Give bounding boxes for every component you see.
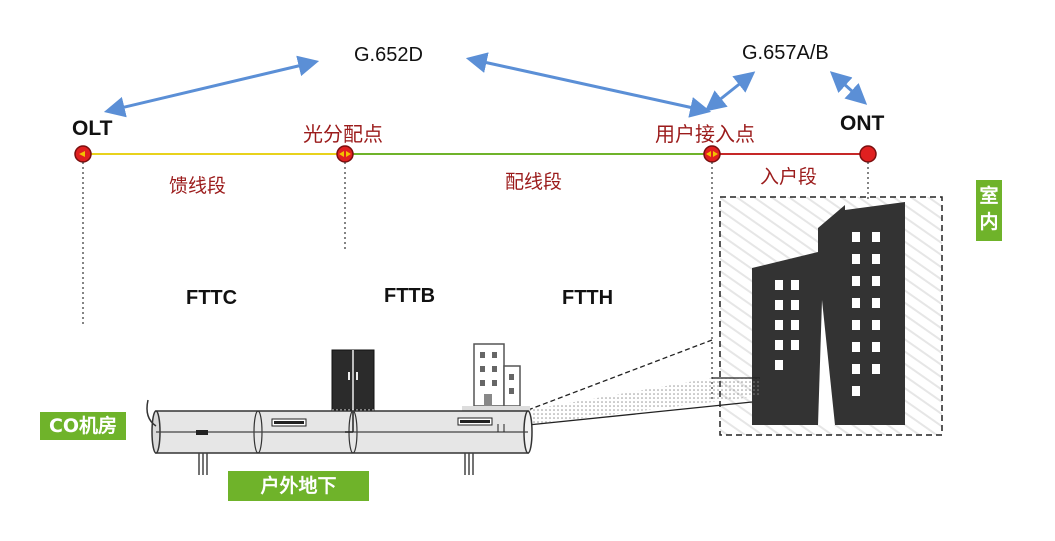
projection-dotted-fill bbox=[528, 378, 760, 425]
ont-label: ONT bbox=[840, 112, 885, 135]
g652-arrow-to-access-point bbox=[465, 52, 712, 118]
g657-arrow-to-access-point bbox=[704, 71, 756, 112]
co-room-label: CO机房 bbox=[40, 412, 126, 440]
indoor-label: 室内 bbox=[976, 180, 1002, 241]
building-icon bbox=[752, 202, 905, 425]
olt-node bbox=[74, 145, 92, 163]
underground-pipe bbox=[146, 399, 533, 475]
projection-line-upper bbox=[527, 339, 713, 411]
projection-line-lower bbox=[527, 401, 753, 426]
ont-node bbox=[859, 145, 877, 163]
outdoor-underground-label: 户外地下 bbox=[228, 471, 369, 501]
fttb-label: FTTB bbox=[384, 285, 436, 307]
g657-arrow-to-ont bbox=[829, 71, 868, 105]
access-point-label: 用户接入点 bbox=[655, 122, 755, 146]
split-point-node bbox=[336, 145, 354, 163]
ftth-label: FTTH bbox=[562, 287, 614, 309]
g652-label: G.652D bbox=[354, 44, 423, 66]
cabinet-icon bbox=[331, 349, 375, 411]
distribution-segment-label: 配线段 bbox=[505, 171, 563, 193]
olt-label: OLT bbox=[72, 117, 113, 140]
access-point-node bbox=[703, 145, 721, 163]
small-building-icon bbox=[462, 343, 530, 412]
fttc-label: FTTC bbox=[186, 287, 238, 309]
g657-label: G.657A/B bbox=[742, 42, 829, 64]
split-point-label: 光分配点 bbox=[303, 122, 383, 146]
g652-arrow-to-olt bbox=[103, 55, 320, 118]
feeder-segment-label: 馈线段 bbox=[169, 175, 227, 197]
drop-segment-label: 入户段 bbox=[760, 166, 818, 188]
